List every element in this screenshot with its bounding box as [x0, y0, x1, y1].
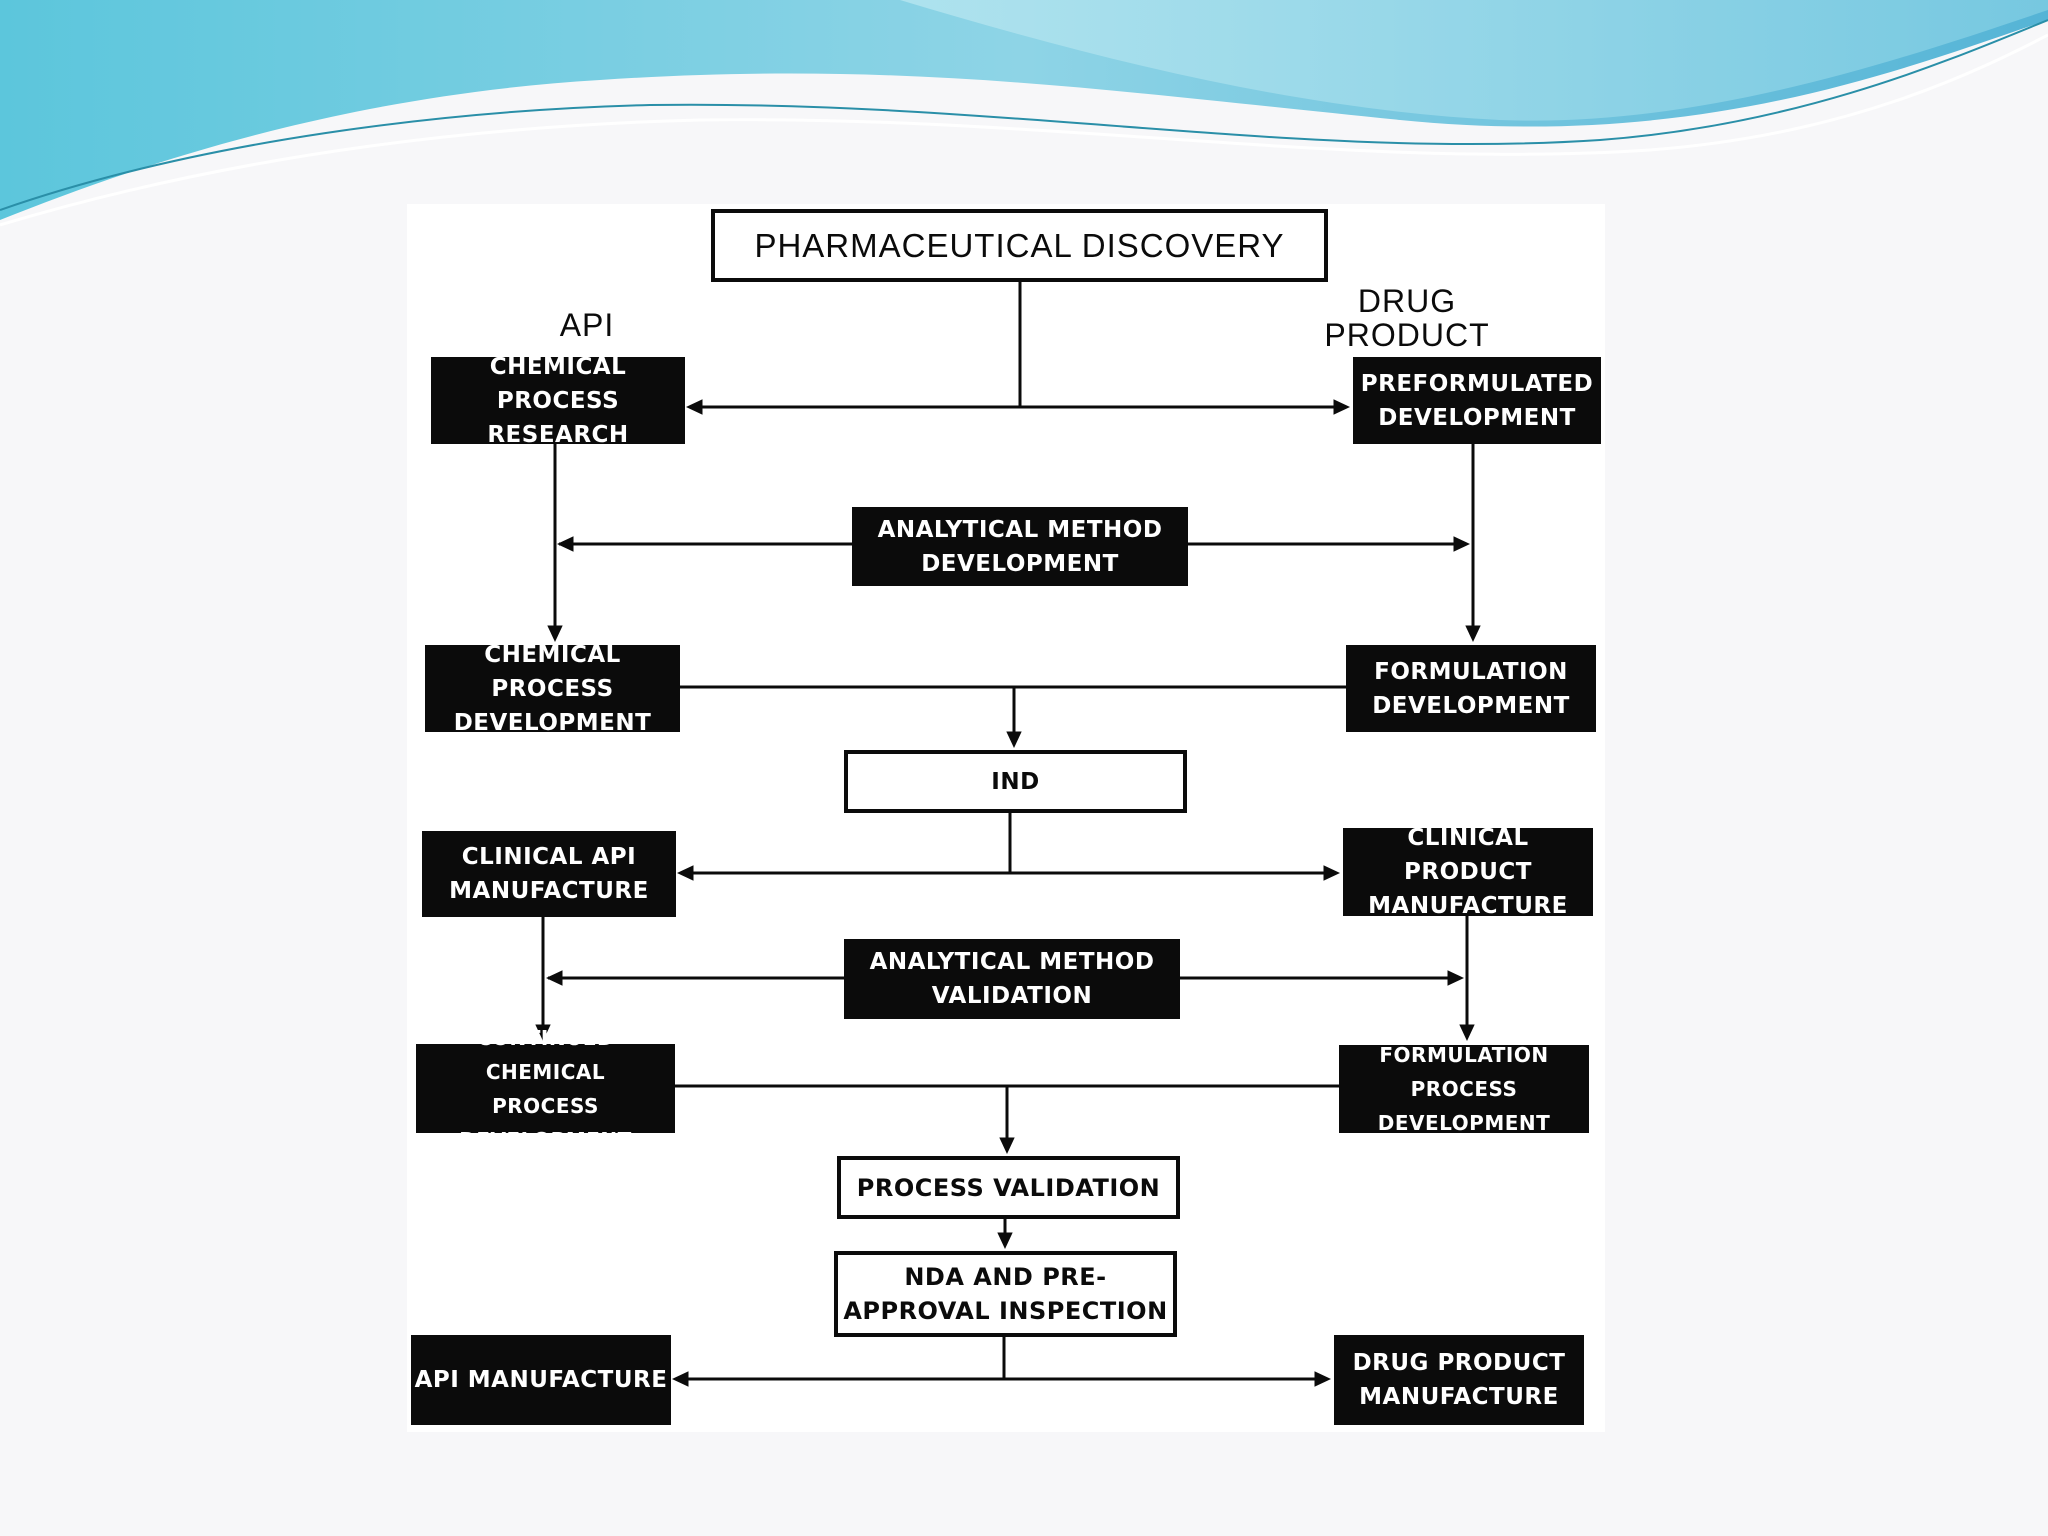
arrowhead-to-continued-chem: [535, 1024, 551, 1041]
node-formulation-process-development: FORMULATION PROCESS DEVELOPMENT: [1339, 1043, 1589, 1135]
node-analytical-method-development: ANALYTICAL METHOD DEVELOPMENT: [852, 507, 1188, 586]
arrowhead-to-formulation-process: [1459, 1024, 1475, 1041]
node-api-manufacture: API MANUFACTURE: [411, 1335, 671, 1425]
arrowhead-to-preformulated: [1333, 399, 1350, 415]
node-clinical-api-manufacture: CLINICAL API MANUFACTURE: [422, 831, 676, 917]
arrowhead-to-clinical-api: [677, 865, 694, 881]
arrowhead-to-ind: [1006, 731, 1022, 748]
node-drug-product-manufacture: DRUG PRODUCT MANUFACTURE: [1334, 1335, 1584, 1425]
node-pharmaceutical-discovery: PHARMACEUTICAL DISCOVERY: [711, 209, 1328, 282]
arrowhead-to-api-manufacture: [672, 1371, 689, 1387]
arrowhead-to-process-validation: [999, 1137, 1015, 1154]
node-chemical-process-research: CHEMICAL PROCESS RESEARCH: [431, 354, 685, 448]
heading-api: API: [559, 307, 615, 343]
arrowhead-to-nda: [997, 1232, 1013, 1249]
flowchart-figure: PHARMACEUTICAL DISCOVERY API DRUG PRODUC…: [407, 204, 1605, 1432]
node-process-validation: PROCESS VALIDATION: [837, 1156, 1180, 1219]
arrowhead-to-chem-research: [686, 399, 703, 415]
node-ind: IND: [844, 750, 1187, 813]
arrowhead-analytical-dev-left: [557, 536, 574, 552]
node-chemical-process-development: CHEMICAL PROCESS DEVELOPMENT: [425, 642, 680, 736]
node-formulation-development: FORMULATION DEVELOPMENT: [1346, 645, 1596, 732]
arrowhead-analytical-val-right: [1447, 970, 1464, 986]
node-preformulated-development: PREFORMULATED DEVELOPMENT: [1353, 357, 1601, 444]
arrowhead-analytical-dev-right: [1453, 536, 1470, 552]
arrowhead-to-drug-product-manufacture: [1314, 1371, 1331, 1387]
heading-drug-product: DRUG PRODUCT: [1324, 283, 1490, 353]
node-analytical-method-validation: ANALYTICAL METHOD VALIDATION: [844, 939, 1180, 1019]
arrowhead-to-formulation-dev: [1465, 625, 1481, 642]
arrowhead-analytical-val-left: [546, 970, 563, 986]
node-clinical-product-manufacture: CLINICAL PRODUCT MANUFACTURE: [1343, 825, 1593, 919]
header-wave-decoration: [0, 0, 2048, 227]
arrowhead-to-chem-dev: [547, 625, 563, 642]
node-continued-chemical-process-development: CONTINUED CHEMICAL PROCESS DEVELOPMENT: [416, 1026, 675, 1152]
flowchart-connectors: [535, 282, 1481, 1387]
arrowhead-to-clinical-product: [1323, 865, 1340, 881]
node-nda-pre-approval-inspection: NDA AND PRE- APPROVAL INSPECTION: [834, 1251, 1177, 1337]
